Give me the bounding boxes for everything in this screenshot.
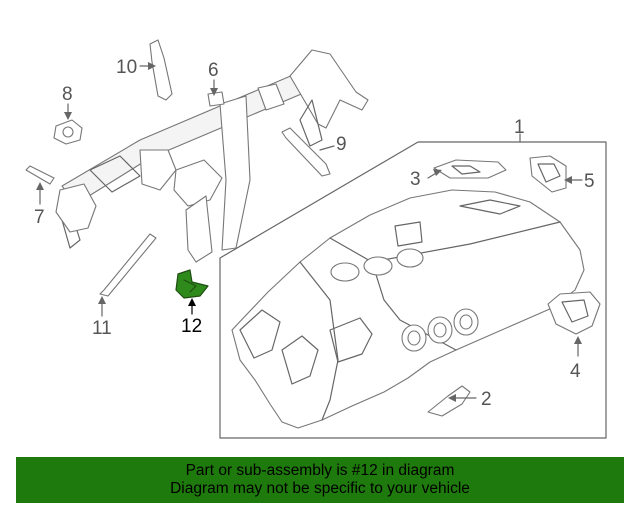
callout-6: 6 [208,60,219,81]
info-banner: Part or sub-assembly is #12 in diagram D… [16,457,624,503]
banner-line-2: Diagram may not be specific to your vehi… [170,480,470,497]
part-11-rod [99,233,157,297]
callout-12: 12 [181,316,202,337]
callout-10: 10 [116,57,137,78]
part-5-vent [529,155,567,193]
assembly-frame [219,141,607,439]
part-7-pin [25,165,55,185]
banner-line-1: Part or sub-assembly is #12 in diagram [185,462,455,479]
leader-lines [36,62,583,402]
part-9-strap [281,127,331,177]
callout-5: 5 [584,171,595,192]
instrument-panel [231,189,585,429]
callout-8: 8 [62,84,73,105]
callout-3: 3 [410,169,421,190]
callout-4: 4 [570,361,581,382]
callout-9: 9 [336,134,347,155]
parts-diagram: 1 2 3 4 5 6 7 8 9 10 11 12 [25,39,607,439]
part-10-bracket [149,39,173,101]
callout-7: 7 [34,207,45,228]
cross-car-beam [55,49,369,263]
part-12-highlighted [175,269,209,299]
part-4-duct [547,291,601,335]
callout-11: 11 [92,318,112,339]
part-6-clip [207,91,225,107]
part-2-bracket [427,385,471,417]
callout-2: 2 [481,389,492,410]
part-3-trim [433,159,507,179]
callout-1: 1 [514,117,525,138]
dashboard-assembly [219,141,607,439]
